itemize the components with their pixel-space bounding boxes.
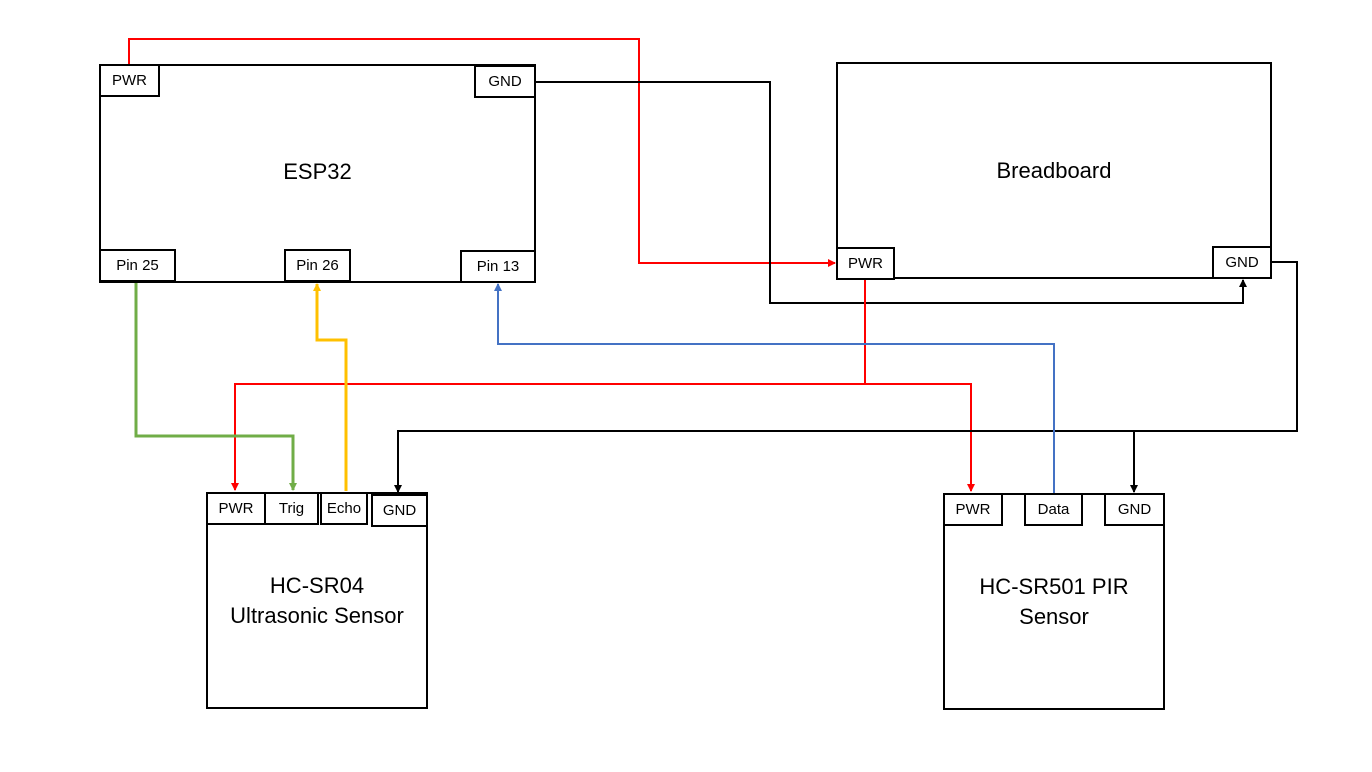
ultrasonic-pwr-pin: PWR [206,492,266,525]
ultrasonic-gnd-pin: GND [371,494,428,527]
esp32-pin25: Pin 25 [99,249,176,282]
esp32-board [99,64,536,283]
esp32-gnd-pin: GND [474,65,536,98]
breadboard [836,62,1272,279]
wire-breadboard-pwr-to-ultrasonic-pwr [231,279,866,491]
pir-pwr-pin: PWR [943,493,1003,526]
wire-esp32-pwr-to-breadboard-pwr [128,38,836,267]
wire-esp32-gnd-to-breadboard-gnd [535,81,1247,304]
wire-pir-data-to-pin13 [494,283,1055,493]
pir-title-line1: HC-SR501 PIR [979,574,1129,599]
esp32-pin13: Pin 13 [460,250,536,283]
ultrasonic-title-line1: HC-SR04 [269,573,365,598]
pir-sensor [943,493,1165,710]
breadboard-pwr-pin: PWR [836,247,895,280]
pir-data-pin: Data [1024,493,1083,526]
breadboard-title: Breadboard [996,158,1112,183]
pir-gnd-pin: GND [1104,493,1165,526]
wire-breadboard-pwr-to-pir-pwr [865,383,975,492]
ultrasonic-title-line2: Ultrasonic Sensor [230,603,404,628]
esp32-pwr-pin: PWR [99,64,160,97]
wire-echo-to-pin26 [313,283,348,491]
breadboard-gnd-pin: GND [1212,246,1272,279]
esp32-title: ESP32 [283,159,352,184]
esp32-pin26: Pin 26 [284,249,351,282]
ultrasonic-echo-pin: Echo [320,492,368,525]
pir-title-line2: Sensor [1019,604,1089,629]
wire-pin25-to-trig [134,282,297,491]
wire-breadboard-gnd-to-ultrasonic-gnd [394,261,1298,493]
ultrasonic-trig-pin: Trig [264,492,319,525]
ultrasonic-sensor [206,492,428,709]
